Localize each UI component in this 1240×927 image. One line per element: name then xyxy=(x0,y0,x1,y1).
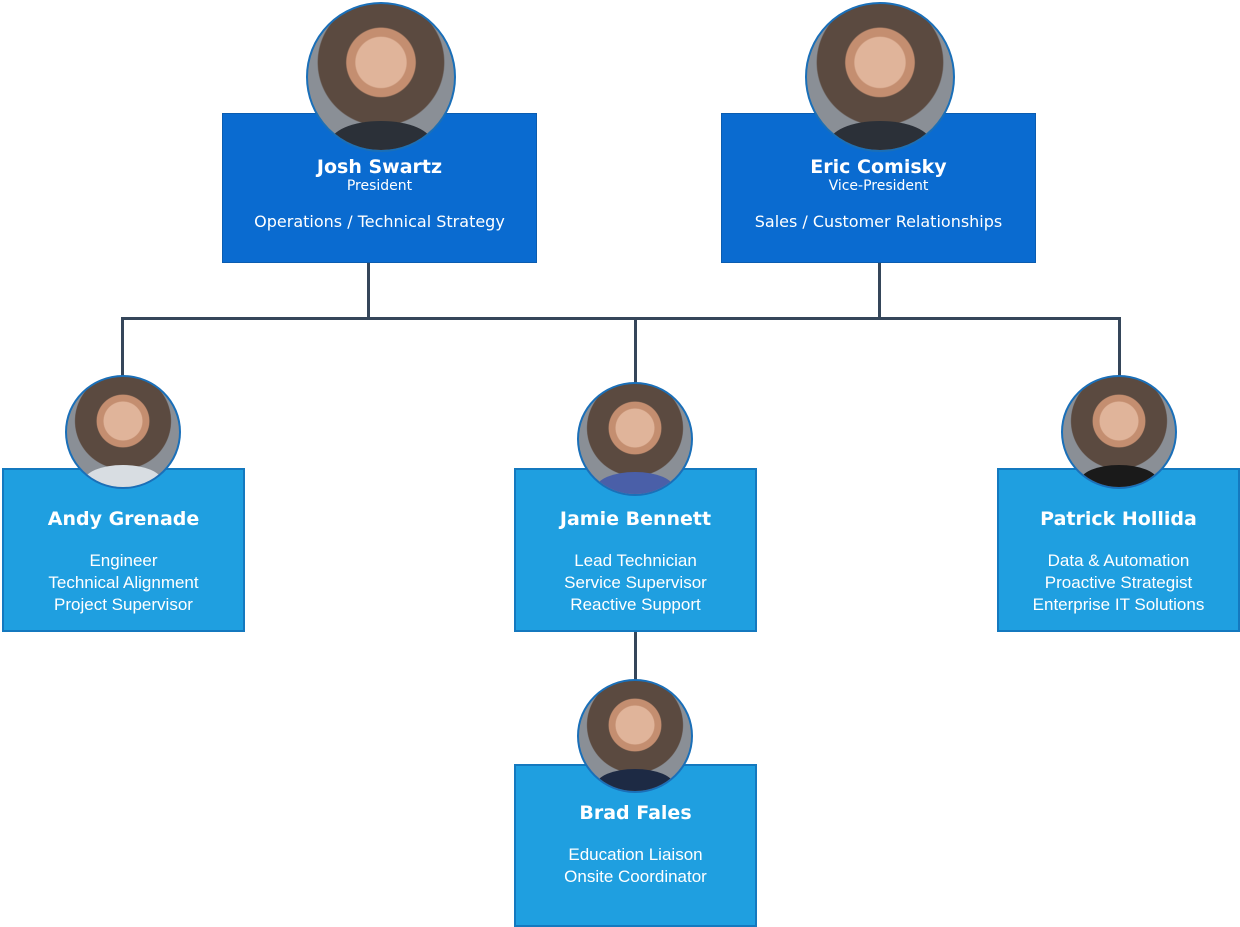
avatar-josh-swartz xyxy=(306,2,456,152)
person-name: Andy Grenade xyxy=(47,508,200,530)
person-role: Service Supervisor xyxy=(564,573,707,592)
connector xyxy=(121,317,1121,320)
person-role: Data & Automation xyxy=(1047,551,1190,570)
person-department: Operations / Technical Strategy xyxy=(254,212,505,231)
person-role: Engineer xyxy=(89,551,158,570)
org-card-patrick-hollida: Patrick Hollida Data & Automation Proact… xyxy=(997,468,1240,632)
person-name: Patrick Hollida xyxy=(1040,508,1197,530)
person-title: Vice-President xyxy=(828,178,929,194)
person-title: President xyxy=(346,178,413,194)
avatar-eric-comisky xyxy=(805,2,955,152)
avatar-jamie-bennett xyxy=(577,382,693,496)
person-name: Eric Comisky xyxy=(810,156,947,178)
connector xyxy=(367,263,370,319)
avatar-brad-fales xyxy=(577,679,693,793)
connector xyxy=(1118,318,1121,376)
connector xyxy=(634,632,637,682)
avatar-andy-grenade xyxy=(65,375,181,489)
connector xyxy=(121,318,124,376)
person-role: Onsite Coordinator xyxy=(564,867,707,886)
person-role: Proactive Strategist xyxy=(1044,573,1193,592)
connector xyxy=(634,318,637,384)
person-role: Reactive Support xyxy=(570,595,701,614)
avatar-patrick-hollida xyxy=(1061,375,1177,489)
person-role: Technical Alignment xyxy=(48,573,199,592)
person-role: Lead Technician xyxy=(574,551,697,570)
org-card-andy-grenade: Andy Grenade Engineer Technical Alignmen… xyxy=(2,468,245,632)
person-role: Enterprise IT Solutions xyxy=(1032,595,1205,614)
person-name: Josh Swartz xyxy=(316,156,443,178)
person-department: Sales / Customer Relationships xyxy=(754,212,1003,231)
person-name: Jamie Bennett xyxy=(559,508,712,530)
connector xyxy=(878,263,881,319)
person-role: Project Supervisor xyxy=(54,595,193,614)
person-name: Brad Fales xyxy=(579,802,692,824)
person-role: Education Liaison xyxy=(568,845,703,864)
